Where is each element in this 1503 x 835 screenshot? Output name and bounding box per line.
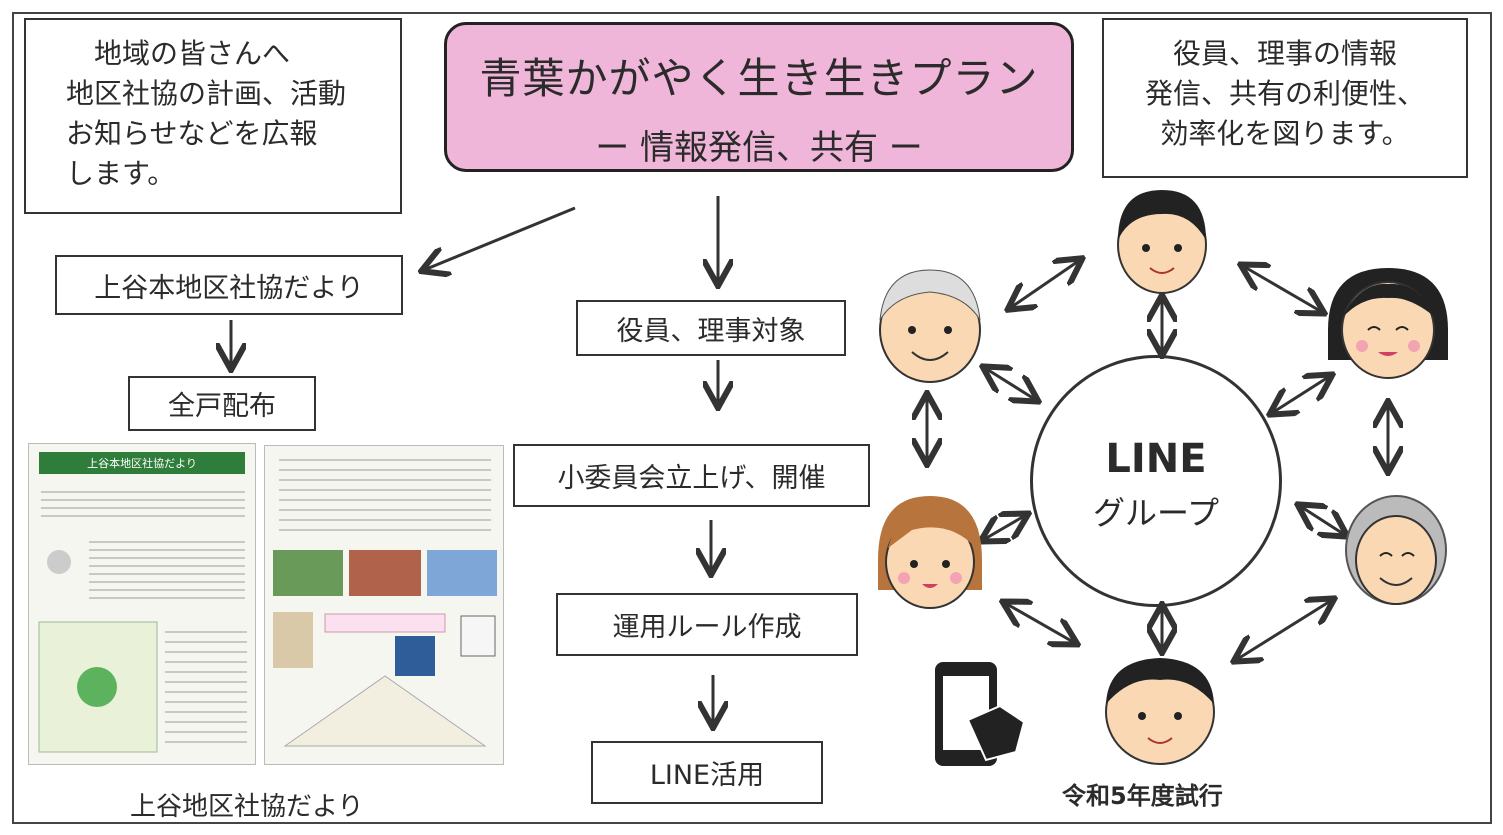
elderly-man-avatar-icon (879, 269, 981, 383)
right-note-line: 発信、共有の利便性、 (1144, 77, 1425, 110)
boy-avatar-icon (1105, 658, 1215, 765)
plan-title: 青葉かがやく生き生きプラン (479, 54, 1039, 103)
line-group-title: LINE (1105, 436, 1207, 482)
newsletter-box: 上谷本地区社協だより (55, 255, 403, 315)
arrow-elder-man-top-man (1010, 260, 1080, 308)
line-group-circle: LINE グループ (1030, 355, 1282, 607)
thumbnail-2-body (273, 459, 497, 747)
newsletter-thumbnail-1: 上谷本地区社協だより (28, 443, 256, 765)
distribution-label: 全戸配布 (168, 391, 276, 422)
right-note-box: 役員、理事の情報 発信、共有の利便性、 効率化を図ります。 (1102, 18, 1468, 178)
left-note-line: します。 (66, 157, 176, 190)
arrow-top-man-woman (1243, 266, 1322, 312)
girl-avatar-icon (878, 496, 982, 609)
left-note-line: 地区社協の計画、活動 (66, 77, 347, 110)
smartphone-icon (935, 662, 1026, 766)
arrow-elder-woman-circle (1300, 506, 1345, 535)
target-box: 役員、理事対象 (576, 300, 846, 356)
trial-year-label: 令和5年度試行 (1062, 782, 1223, 810)
left-note-box: 地域の皆さんへ 地区社協の計画、活動 お知らせなどを広報 します。 (24, 18, 402, 214)
line-group-subtitle: グループ (1092, 494, 1220, 532)
thumbnail-1-body (38, 491, 247, 753)
target-label: 役員、理事対象 (616, 315, 806, 347)
arrow-title-to-newsletter (424, 206, 576, 270)
arrow-girl-circle (983, 515, 1026, 540)
newsletter-label: 上谷本地区社協だより (94, 272, 364, 304)
newsletter-thumbnail-2 (264, 445, 504, 765)
arrow-girl-boy (1005, 603, 1075, 643)
right-note-line: 効率化を図ります。 (1160, 117, 1410, 150)
right-note-line: 役員、理事の情報 (1172, 37, 1397, 70)
elderly-woman-avatar-icon (1345, 495, 1447, 605)
woman-avatar-icon (1328, 268, 1448, 379)
committee-box: 小委員会立上げ、開催 (513, 444, 870, 507)
rules-label: 運用ルール作成 (612, 612, 802, 643)
plan-title-box: 青葉かがやく生き生きプラン ー 情報発信、共有 ー (444, 22, 1074, 172)
committee-label: 小委員会立上げ、開催 (557, 463, 826, 494)
man-avatar-icon (1117, 190, 1207, 294)
line-use-label: LINE活用 (649, 760, 765, 791)
arrow-elder-man-circle (985, 368, 1036, 400)
thumbnail-header: 上谷本地区社協だより (39, 452, 245, 474)
arrow-woman-circle (1272, 376, 1330, 413)
distribution-box: 全戸配布 (128, 376, 316, 431)
left-note-line: お知らせなどを広報 (66, 117, 318, 150)
newsletter-caption: 上谷地区社協だより (130, 792, 364, 822)
line-use-box: LINE活用 (591, 741, 823, 804)
plan-subtitle: ー 情報発信、共有 ー (595, 128, 923, 168)
rules-box: 運用ルール作成 (556, 593, 858, 656)
outer-frame (12, 12, 1492, 824)
arrow-elder-woman-boy (1236, 600, 1332, 660)
left-note-line: 地域の皆さんへ (94, 37, 291, 70)
